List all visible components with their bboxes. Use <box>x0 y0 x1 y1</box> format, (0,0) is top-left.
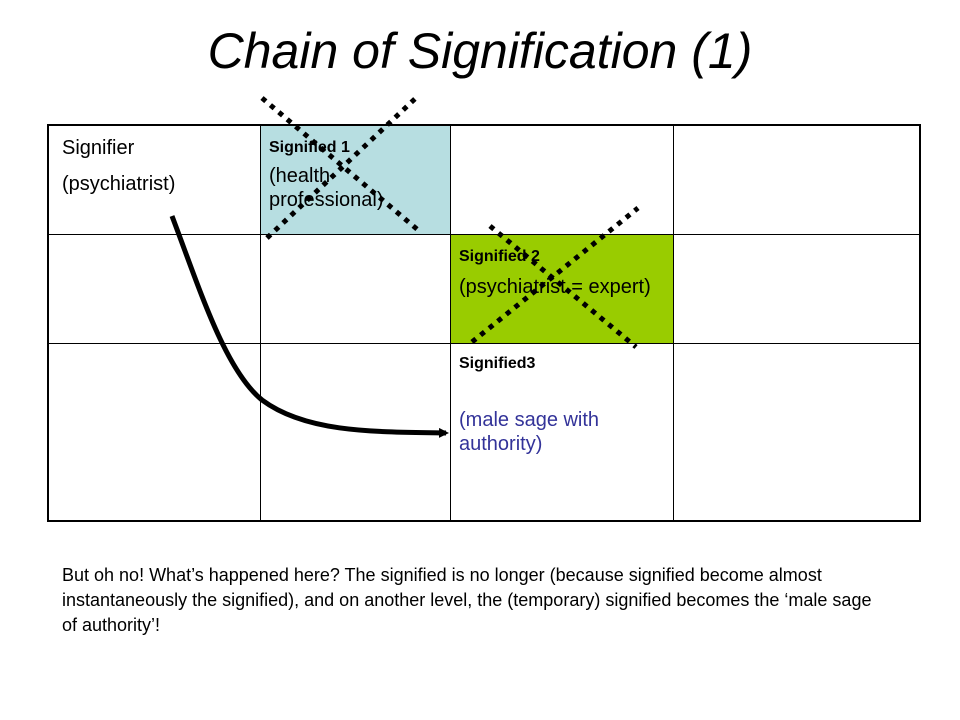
signified-1-cell: Signified 1 (health professional) <box>261 126 450 234</box>
column-divider <box>673 126 674 520</box>
signified-3-text: (male sage with authority) <box>459 409 600 455</box>
signifier-value: (psychiatrist) <box>62 173 176 195</box>
page-title: Chain of Signification (1) <box>207 23 753 79</box>
signified-2-heading: Signified 2 <box>459 248 540 265</box>
signified-3-heading: Signified3 <box>459 355 536 372</box>
signifier-cell: Signifier (psychiatrist) <box>49 126 260 234</box>
signified-3-cell: Signified3 (male sage with authority) <box>451 344 673 520</box>
caption-text: But oh no! What’s happened here? The sig… <box>62 565 872 635</box>
signified-2-cell: Signified 2 (psychiatrist = expert) <box>451 235 673 343</box>
signification-table: Signifier (psychiatrist) Signified 1 (he… <box>47 124 921 522</box>
signified-1-heading: Signified 1 <box>269 139 350 156</box>
signified-2-text: (psychiatrist = expert) <box>459 276 651 298</box>
signifier-label: Signifier <box>62 137 135 159</box>
signified-1-text: (health professional) <box>269 165 384 211</box>
column-divider <box>450 126 451 520</box>
